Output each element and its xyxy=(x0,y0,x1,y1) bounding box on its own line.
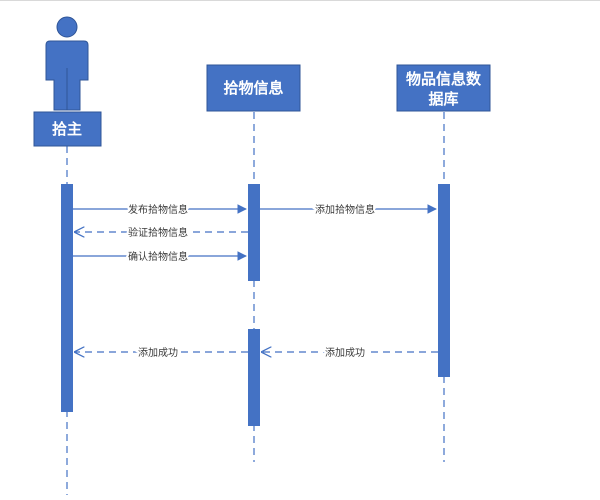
message-add-info: 添加拾物信息 xyxy=(260,201,437,218)
activation-lostinfo-2 xyxy=(248,329,260,426)
participant-lostinfo-label: 拾物信息 xyxy=(223,79,283,97)
activation-lostinfo-1 xyxy=(248,184,260,281)
participant-database-label-line2: 据库 xyxy=(428,90,458,108)
message-success-db-label: 添加成功 xyxy=(325,346,365,359)
message-publish-label: 发布拾物信息 xyxy=(128,203,188,216)
participant-database: 物品信息数 据库 xyxy=(396,64,491,112)
participant-owner: 拾主 xyxy=(33,111,102,147)
message-verify: 验证拾物信息 xyxy=(75,224,248,241)
message-success-owner: 添加成功 xyxy=(75,344,248,361)
message-add-info-label: 添加拾物信息 xyxy=(315,203,375,216)
top-border xyxy=(0,0,600,1)
message-verify-label: 验证拾物信息 xyxy=(128,226,188,239)
message-confirm: 确认拾物信息 xyxy=(73,248,247,265)
participant-database-label-line1: 物品信息数 xyxy=(406,70,482,88)
message-success-owner-label: 添加成功 xyxy=(138,346,178,359)
message-confirm-label: 确认拾物信息 xyxy=(128,250,188,263)
message-success-db: 添加成功 xyxy=(262,344,438,361)
activation-database xyxy=(438,184,450,377)
participant-owner-label: 拾主 xyxy=(52,120,82,138)
activation-owner xyxy=(61,184,73,412)
actor-person-icon xyxy=(45,16,89,111)
message-publish: 发布拾物信息 xyxy=(73,201,247,218)
participant-lostinfo: 拾物信息 xyxy=(206,64,301,112)
